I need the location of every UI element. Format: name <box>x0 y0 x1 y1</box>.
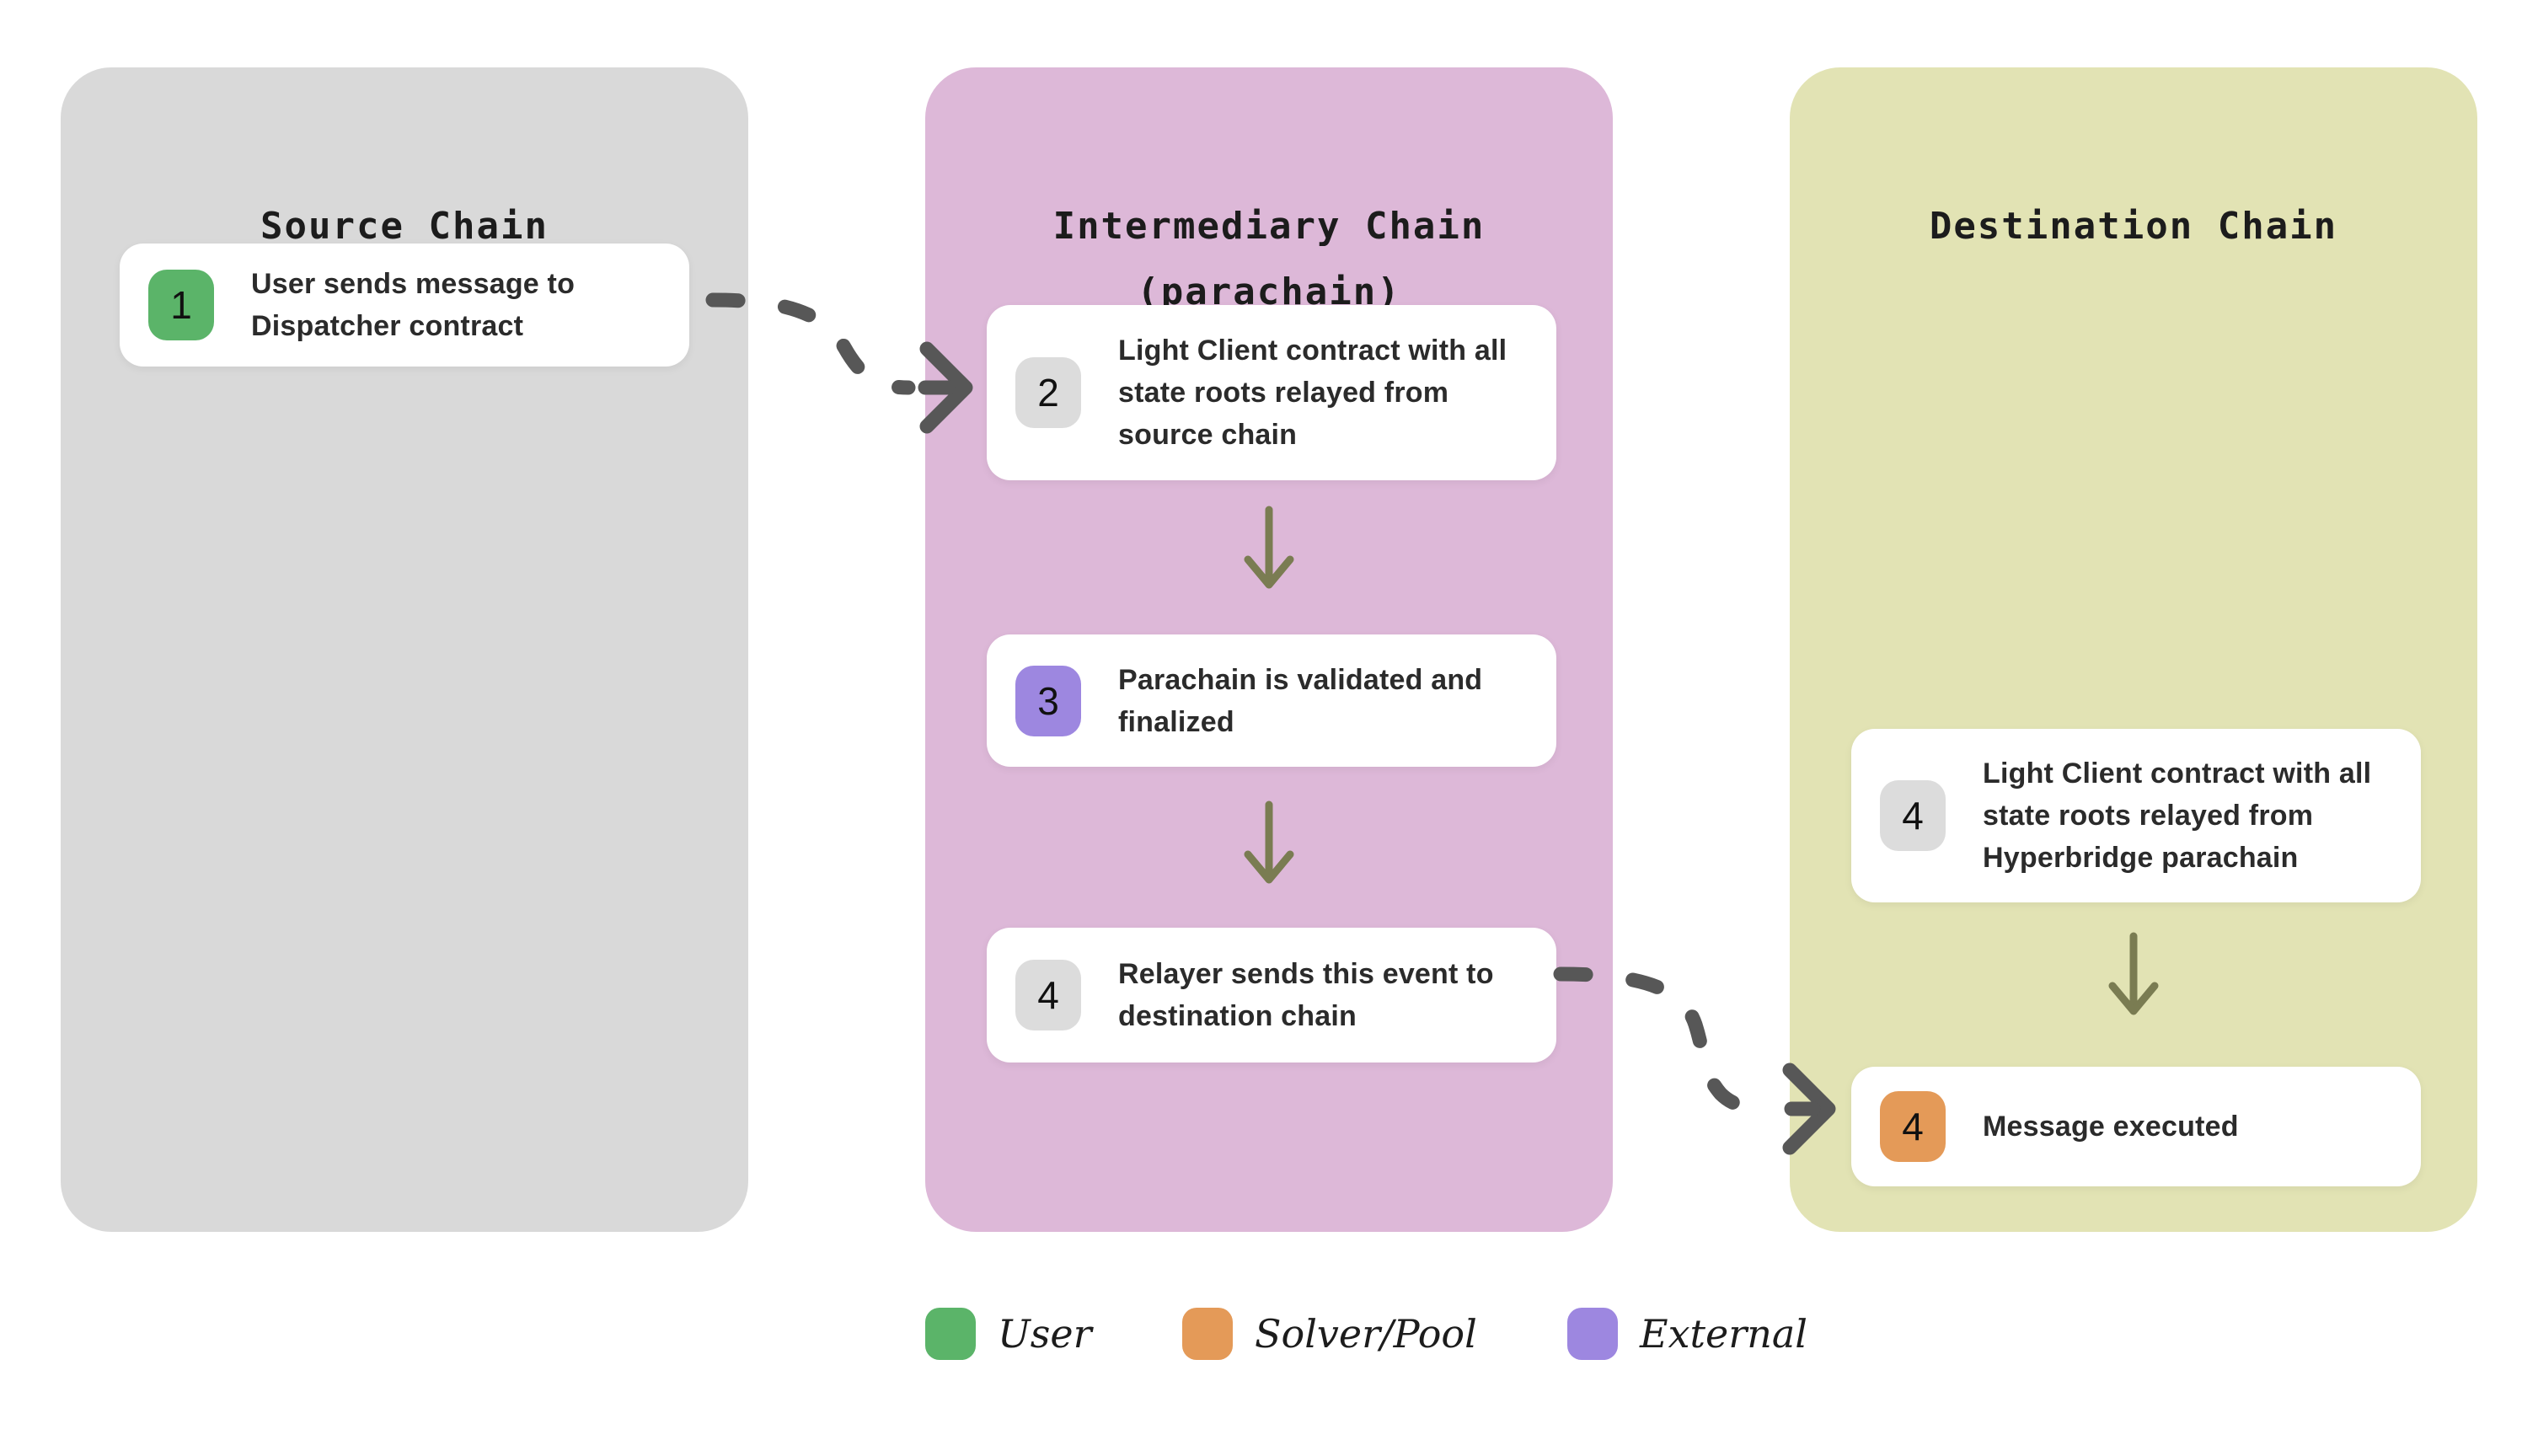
step-text-6: Message executed <box>1983 1111 2239 1143</box>
legend-swatch-user <box>925 1308 976 1360</box>
panel-source-chain: Source Chain <box>61 67 748 1232</box>
step-text-3: Parachain is validated and finalized <box>1118 663 1483 738</box>
legend-swatch-solver-pool <box>1182 1308 1233 1360</box>
down-arrow-icon <box>1244 506 1294 589</box>
step-card-3: 3 Parachain is validated and finalized <box>987 634 1556 767</box>
step-card-4: 4 Relayer sends this event to destinatio… <box>987 928 1556 1063</box>
step-card-5: 4 Light Client contract with all state r… <box>1851 729 2421 902</box>
down-arrow-icon <box>1244 800 1294 884</box>
panel-destination-chain: Destination Chain <box>1790 67 2477 1232</box>
step-badge-1: 1 <box>148 270 214 340</box>
down-arrow-icon <box>2108 932 2159 1015</box>
dashed-connector-arrow <box>1553 966 1836 1155</box>
step-card-2: 2 Light Client contract with all state r… <box>987 305 1556 480</box>
source-chain-title: Source Chain <box>260 205 549 248</box>
step-badge-3: 3 <box>1015 665 1081 736</box>
intermediary-chain-title: Intermediary Chain <box>1052 205 1486 248</box>
step-badge-2: 2 <box>1015 357 1081 428</box>
step-badge-6: 4 <box>1880 1091 1946 1162</box>
destination-chain-title: Destination Chain <box>1929 205 2338 248</box>
legend-item-user: User <box>925 1304 1092 1363</box>
step-text-1: User sends message to Dispatcher contrac… <box>251 268 576 342</box>
step-card-6: 4 Message executed <box>1851 1067 2421 1186</box>
step-text-4: Relayer sends this event to destination … <box>1118 958 1494 1032</box>
step-text-2: Light Client contract with all state roo… <box>1118 335 1507 451</box>
legend-label-external: External <box>1640 1311 1807 1357</box>
legend-label-solver-pool: Solver/Pool <box>1255 1311 1477 1357</box>
step-badge-4: 4 <box>1015 960 1081 1030</box>
step-card-1: 1 User sends message to Dispatcher contr… <box>120 244 689 367</box>
legend-swatch-external <box>1567 1308 1618 1360</box>
dashed-connector-arrow <box>705 292 973 434</box>
legend-item-solver-pool: Solver/Pool <box>1182 1304 1477 1363</box>
legend-label-user: User <box>998 1311 1092 1357</box>
step-text-5: Light Client contract with all state roo… <box>1983 757 2372 874</box>
step-badge-5: 4 <box>1880 780 1946 851</box>
legend-item-external: External <box>1567 1304 1807 1363</box>
